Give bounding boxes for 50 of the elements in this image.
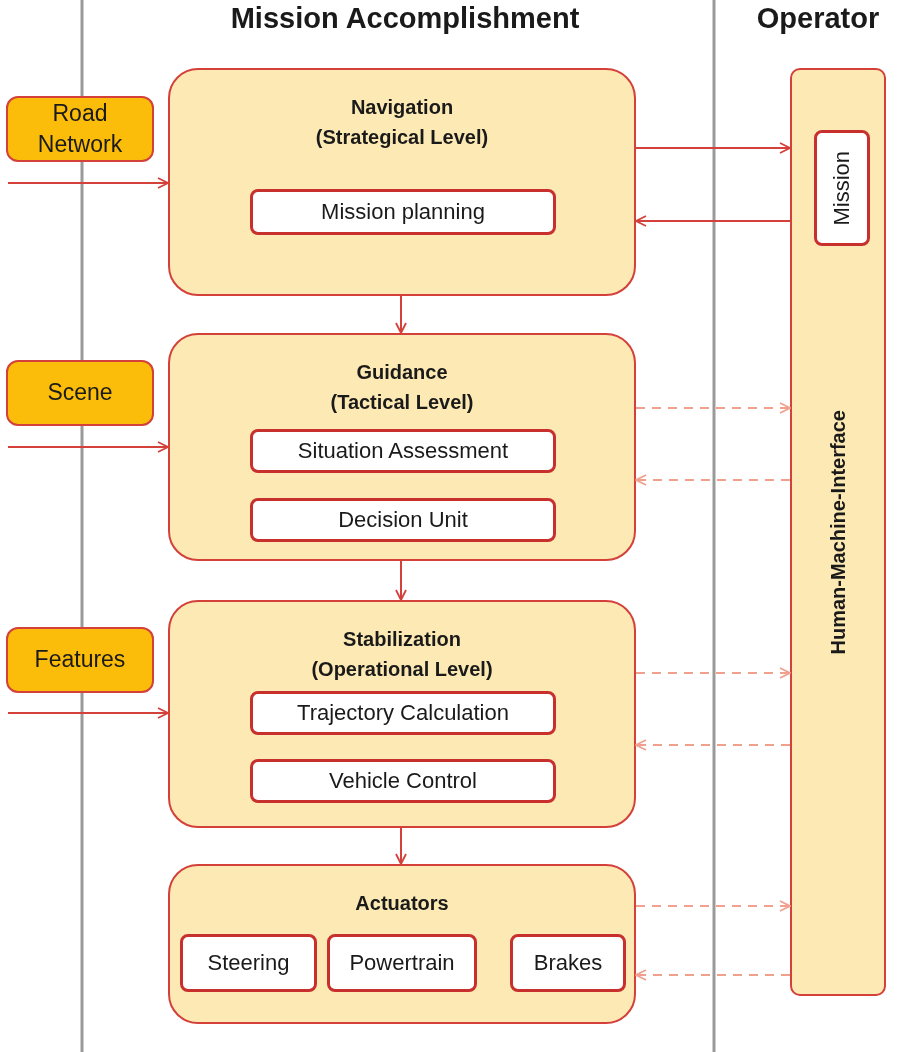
module-box (250, 498, 556, 542)
module-box (250, 759, 556, 803)
arrow (395, 560, 407, 601)
layer-box (168, 333, 636, 561)
arrow (635, 969, 791, 981)
layer-box (168, 864, 636, 1024)
layer-title: Actuators (355, 891, 449, 916)
box-label: Mission planning (321, 199, 485, 225)
module-box (814, 130, 870, 246)
layer-title: Stabilization (Operational Level) (310, 627, 494, 682)
module-box (327, 934, 477, 992)
box-label: Trajectory Calculation (297, 700, 509, 726)
box-label: Decision Unit (338, 507, 468, 533)
arrow (635, 142, 791, 154)
column-heading: Operator (756, 2, 880, 35)
arrow (395, 827, 407, 865)
box-label: Scene (47, 378, 113, 408)
arrow (635, 739, 791, 751)
column-heading: Mission Accomplishment (230, 2, 580, 35)
box-label: Mission (829, 150, 855, 226)
box-label: Features (34, 645, 126, 675)
box-label: Powertrain (349, 950, 455, 976)
arrow (635, 402, 791, 414)
layer-box (168, 600, 636, 828)
box-label: Brakes (533, 950, 603, 976)
layer-title: Guidance (Tactical Level) (329, 360, 475, 415)
box-label: Human-Machine-Interface (826, 409, 850, 655)
box-label: Road Network (36, 98, 124, 159)
layer-title: Navigation (Strategical Level) (314, 95, 490, 150)
arrow (635, 474, 791, 486)
arrow (7, 441, 169, 453)
module-box (510, 934, 626, 992)
layer-box (168, 68, 636, 296)
arrow (635, 215, 791, 227)
arrow (395, 295, 407, 334)
arrow (635, 900, 791, 912)
box-label: Vehicle Control (329, 768, 477, 794)
module-box (250, 429, 556, 473)
module-box (250, 189, 556, 235)
arrow (7, 177, 169, 189)
arrow (7, 707, 169, 719)
input-box (6, 627, 154, 693)
box-label: Situation Assessment (297, 438, 509, 464)
box-label: Steering (207, 950, 290, 976)
interface-bar (790, 68, 886, 996)
input-box (6, 360, 154, 426)
arrow (635, 667, 791, 679)
module-box (250, 691, 556, 735)
input-box (6, 96, 154, 162)
module-box (180, 934, 317, 992)
